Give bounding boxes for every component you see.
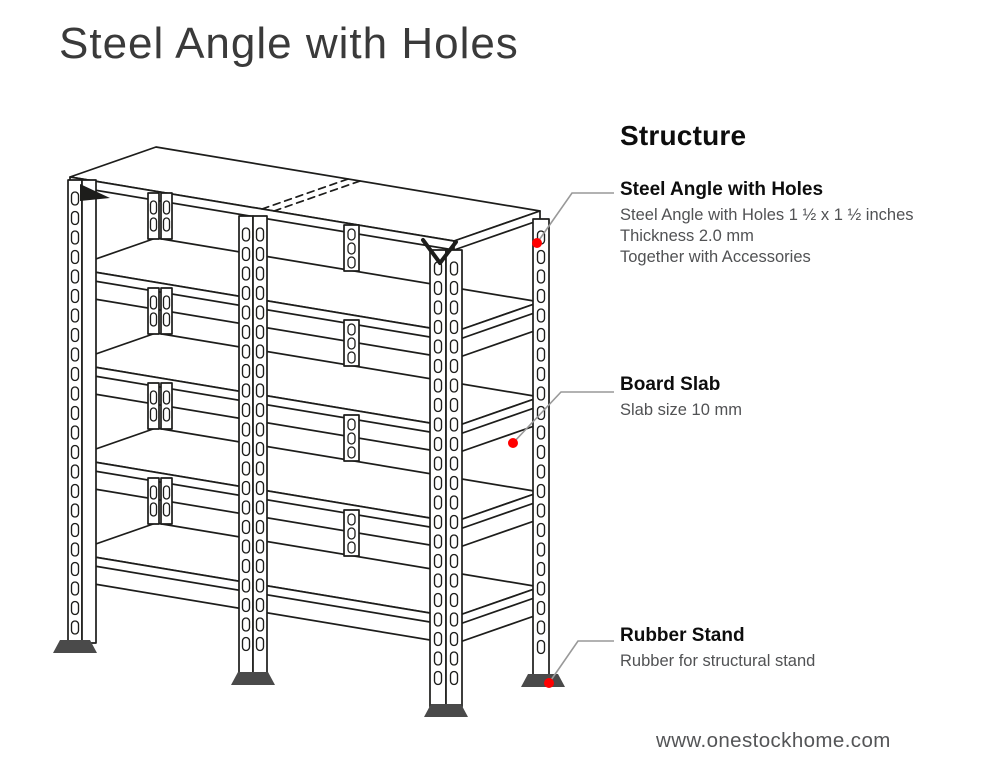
website-url: www.onestockhome.com <box>656 729 891 752</box>
callout-leader-line <box>536 192 614 244</box>
back-brace <box>147 382 173 430</box>
callout-line: Thickness 2.0 mm <box>620 227 754 245</box>
post-front-left <box>81 179 97 644</box>
back-brace <box>343 319 360 367</box>
corner-gusset-v <box>421 238 458 265</box>
back-brace <box>343 224 360 272</box>
back-brace <box>343 509 360 557</box>
callout-line: Together with Accessories <box>620 248 811 266</box>
corner-gusset <box>80 184 110 201</box>
post-front-left <box>67 179 83 644</box>
callout-line: Slab size 10 mm <box>620 401 742 419</box>
rubber-foot <box>53 640 97 653</box>
callout-steel-angle: Steel Angle with Holes Steel Angle with … <box>620 179 980 268</box>
page-title: Steel Angle with Holes <box>59 19 519 68</box>
structure-heading: Structure <box>620 120 747 151</box>
rubber-foot <box>521 674 565 687</box>
callout-marker-dot <box>544 678 554 688</box>
callout-leader-line <box>512 391 614 444</box>
post-front-right <box>429 249 447 708</box>
callout-marker-dot <box>508 438 518 448</box>
post-front-middle <box>252 215 268 676</box>
shelf-drawing <box>53 146 565 717</box>
callout-line: Steel Angle with Holes 1 ½ x 1 ½ inches <box>620 206 914 224</box>
callout-line: Rubber for structural stand <box>620 652 816 670</box>
callout-marker-dot <box>532 238 542 248</box>
shelf-level <box>69 522 541 645</box>
callout-title: Board Slab <box>620 374 721 395</box>
callout-title: Steel Angle with Holes <box>620 179 824 200</box>
post-front-middle <box>238 215 254 676</box>
callout-title: Rubber Stand <box>620 625 745 646</box>
back-brace <box>147 192 173 240</box>
back-brace <box>147 287 173 335</box>
callout-rubber-stand: Rubber Stand Rubber for structural stand <box>620 625 980 672</box>
rubber-foot <box>231 672 275 685</box>
callout-markers <box>508 192 614 688</box>
callout-leader-line <box>548 640 614 684</box>
back-brace <box>147 477 173 525</box>
post-back-right <box>532 218 550 678</box>
top-panel <box>69 146 541 251</box>
back-brace <box>343 414 360 462</box>
bay-seam-dashed-line <box>273 180 361 212</box>
rubber-foot <box>424 704 468 717</box>
post-front-right <box>445 249 463 708</box>
bay-seam-dashed-line <box>261 178 349 210</box>
callout-board-slab: Board Slab Slab size 10 mm <box>620 374 980 421</box>
